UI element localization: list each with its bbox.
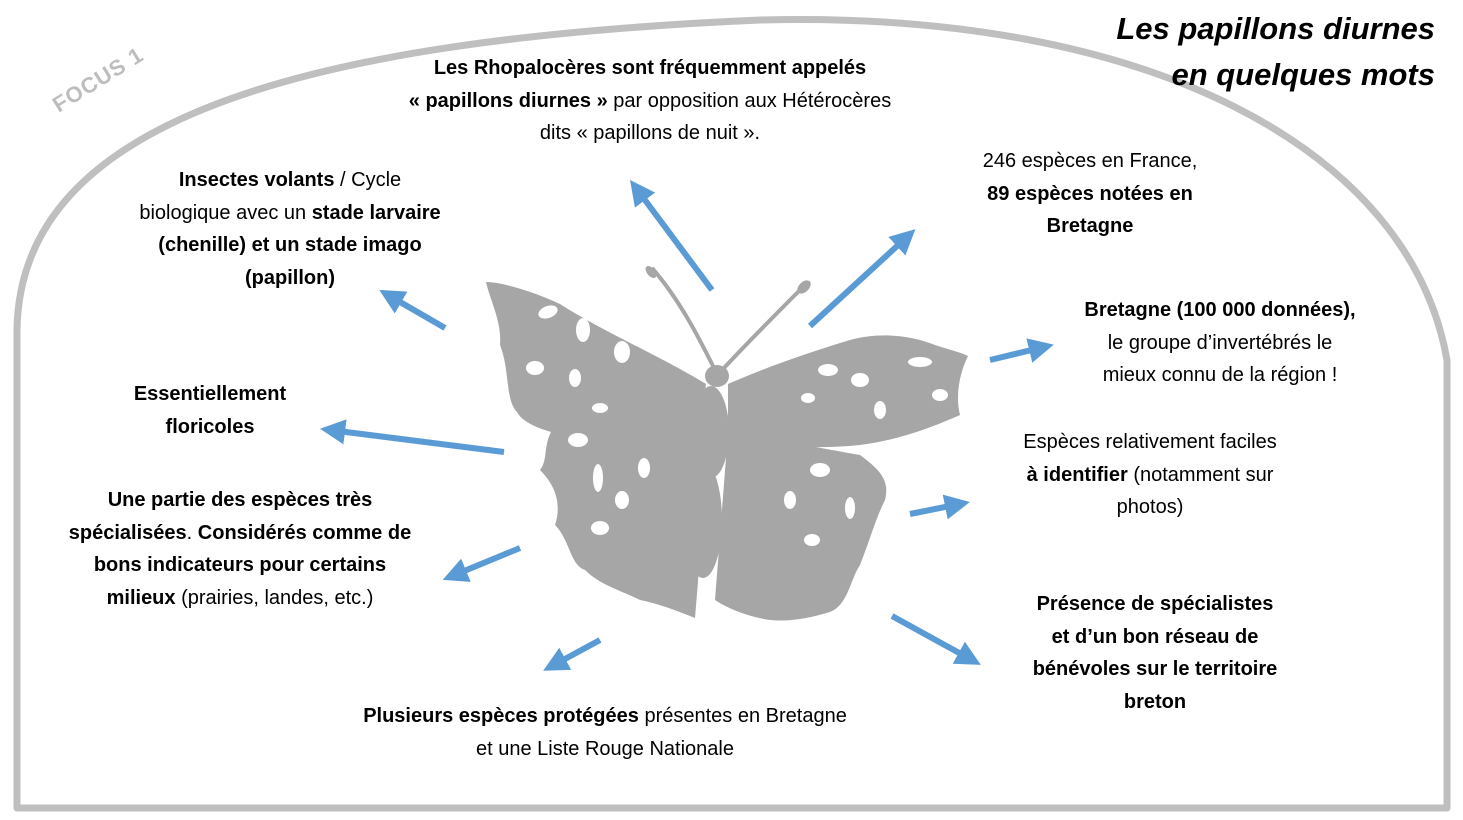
fact-indicateurs-line1: Une partie des espèces très <box>108 489 373 511</box>
fact-insectes-line2: biologique avec un <box>139 202 311 224</box>
fact-insectes-line3: (chenille) et un stade imago <box>158 234 421 256</box>
fact-donnees-line3: mieux connu de la région ! <box>1040 359 1400 392</box>
fact-insectes-line2-bold: stade larvaire <box>312 202 441 224</box>
fact-insectes: Insectes volants / Cycle biologique avec… <box>100 164 480 294</box>
fact-identifier-line3: photos) <box>970 491 1330 524</box>
arrow-right-2 <box>910 504 960 514</box>
fact-protegees: Plusieurs espèces protégées présentes en… <box>280 700 930 765</box>
arrow-bottom <box>552 640 600 666</box>
fact-specialistes-line2: et d’un bon réseau de <box>990 621 1320 654</box>
fact-indicateurs-line2-mid: . <box>187 522 198 544</box>
fact-indicateurs-line4-bold: milieux <box>107 587 176 609</box>
fact-protegees-line1-bold: Plusieurs espèces protégées <box>363 705 639 727</box>
fact-rhopaloceres: Les Rhopalocères sont fréquemment appelé… <box>300 52 1000 150</box>
fact-especes: 246 espèces en France, 89 espèces notées… <box>930 145 1250 243</box>
fact-indicateurs: Une partie des espèces très spécialisées… <box>30 484 450 614</box>
fact-identifier-line2-rest: (notamment sur <box>1128 464 1274 486</box>
fact-identifier-line2-bold: à identifier <box>1027 464 1128 486</box>
fact-donnees-line2: le groupe d’invertébrés le <box>1040 327 1400 360</box>
fact-rhopaloceres-line2-bold: « papillons diurnes » <box>409 90 608 112</box>
fact-donnees-line1: Bretagne (100 000 données), <box>1084 299 1355 321</box>
arrow-top <box>636 188 712 290</box>
fact-indicateurs-line2-bold2: Considérés comme de <box>198 522 411 544</box>
arrow-bottom-right <box>892 616 972 660</box>
fact-especes-line3: Bretagne <box>1047 215 1134 237</box>
fact-especes-line1: 246 espèces en France, <box>930 145 1250 178</box>
fact-indicateurs-line2-bold: spécialisées <box>69 522 187 544</box>
fact-floricoles: Essentiellement floricoles <box>80 378 340 443</box>
arrow-top-left <box>388 295 445 328</box>
arrow-left <box>330 430 504 452</box>
fact-indicateurs-line4-rest: (prairies, landes, etc.) <box>176 587 374 609</box>
fact-insectes-line1-rest: / Cycle <box>334 169 401 191</box>
arrow-right-1 <box>990 347 1044 360</box>
arrow-bottom-left <box>452 548 520 576</box>
fact-rhopaloceres-line1: Les Rhopalocères sont fréquemment appelé… <box>434 57 866 79</box>
fact-rhopaloceres-line3: dits « papillons de nuit ». <box>300 117 1000 150</box>
fact-specialistes: Présence de spécialistes et d’un bon rés… <box>990 588 1320 718</box>
fact-specialistes-line3: bénévoles sur le territoire <box>990 653 1320 686</box>
fact-floricoles-line1: Essentiellement <box>80 378 340 411</box>
butterfly-icon <box>486 264 968 620</box>
fact-rhopaloceres-line2-rest: par opposition aux Hétérocères <box>608 90 892 112</box>
fact-indicateurs-line3: bons indicateurs pour certains <box>94 554 386 576</box>
fact-protegees-line2: et une Liste Rouge Nationale <box>280 733 930 766</box>
arrow-top-right <box>810 236 908 326</box>
fact-especes-line2: 89 espèces notées en <box>987 183 1193 205</box>
fact-specialistes-line4: breton <box>990 686 1320 719</box>
fact-insectes-line4: (papillon) <box>245 267 335 289</box>
fact-insectes-line1-bold: Insectes volants <box>179 169 335 191</box>
fact-specialistes-line1: Présence de spécialistes <box>990 588 1320 621</box>
fact-identifier-line1: Espèces relativement faciles <box>970 426 1330 459</box>
fact-floricoles-line2: floricoles <box>80 411 340 444</box>
fact-donnees: Bretagne (100 000 données), le groupe d’… <box>1040 294 1400 392</box>
fact-identifier: Espèces relativement faciles à identifie… <box>970 426 1330 524</box>
fact-protegees-line1-rest: présentes en Bretagne <box>639 705 847 727</box>
